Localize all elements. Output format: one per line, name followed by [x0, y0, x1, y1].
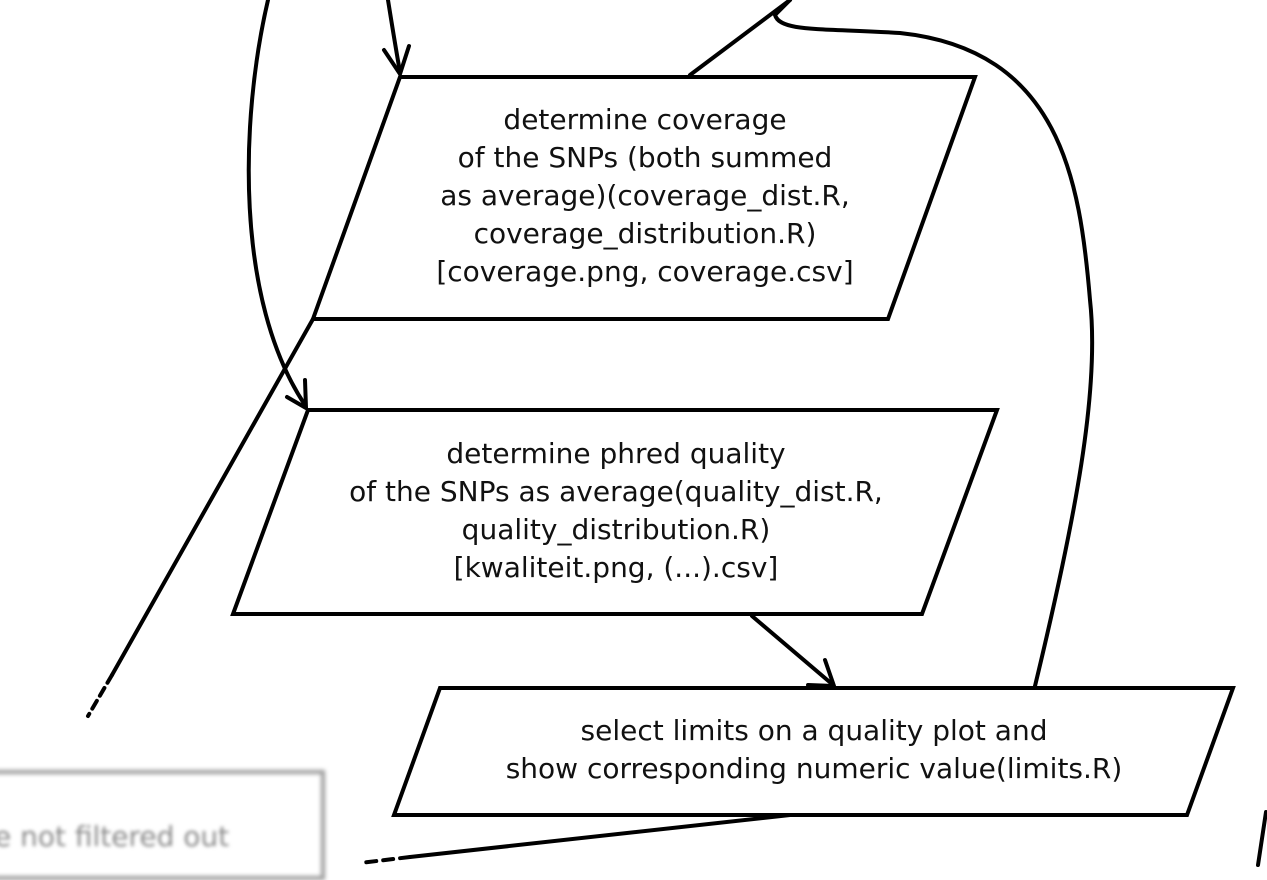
edge-into-quality: [246, 0, 307, 407]
arrowhead-quality: [285, 378, 308, 410]
coverage-node-line: determine coverage: [503, 103, 787, 136]
edge-quality-to-limits: [750, 614, 834, 686]
edge-coverage-to-lower-left-dashed: [86, 673, 114, 718]
limits-node-shape: [391, 686, 1236, 817]
coverage-node-line: [coverage.png, coverage.csv]: [436, 255, 854, 288]
edge-right-edge-fragment: [1256, 810, 1267, 867]
quality-node-line: determine phred quality: [446, 437, 786, 470]
limits-node-line: show corresponding numeric value(limits.…: [505, 752, 1123, 785]
quality-node-line: quality_distribution.R): [461, 513, 771, 546]
edge-into-coverage: [386, 0, 402, 74]
arrowhead-limits: [806, 658, 836, 688]
coverage-node-shape: [310, 75, 978, 321]
coverage-node-line: of the SNPs (both summed: [457, 141, 833, 174]
edge-limits-loop-back: [772, 0, 1095, 688]
edge-coverage-to-top-right: [688, 0, 792, 77]
limits-node-line: select limits on a quality plot and: [580, 714, 1048, 747]
quality-node-shape: [230, 408, 1000, 616]
arrowhead-coverage: [382, 44, 411, 76]
coverage-node-line: as average)(coverage_dist.R,: [440, 179, 850, 212]
edge-limits-to-lower-left: [408, 813, 792, 859]
partial-node-box: [0, 770, 325, 880]
quality-node: determine phred quality of the SNPs as a…: [300, 435, 932, 587]
edge-limits-to-lower-left-dashed: [358, 855, 412, 865]
coverage-node: determine coverage of the SNPs (both sum…: [402, 101, 888, 291]
partial-node-label: e not filtered out: [0, 820, 230, 853]
edge-coverage-to-lower-left: [110, 317, 315, 677]
quality-node-line: of the SNPs as average(quality_dist.R,: [349, 475, 883, 508]
quality-node-line: [kwaliteit.png, (...).csv]: [453, 551, 779, 584]
limits-node: select limits on a quality plot and show…: [440, 712, 1188, 788]
coverage-node-line: coverage_distribution.R): [473, 217, 817, 250]
